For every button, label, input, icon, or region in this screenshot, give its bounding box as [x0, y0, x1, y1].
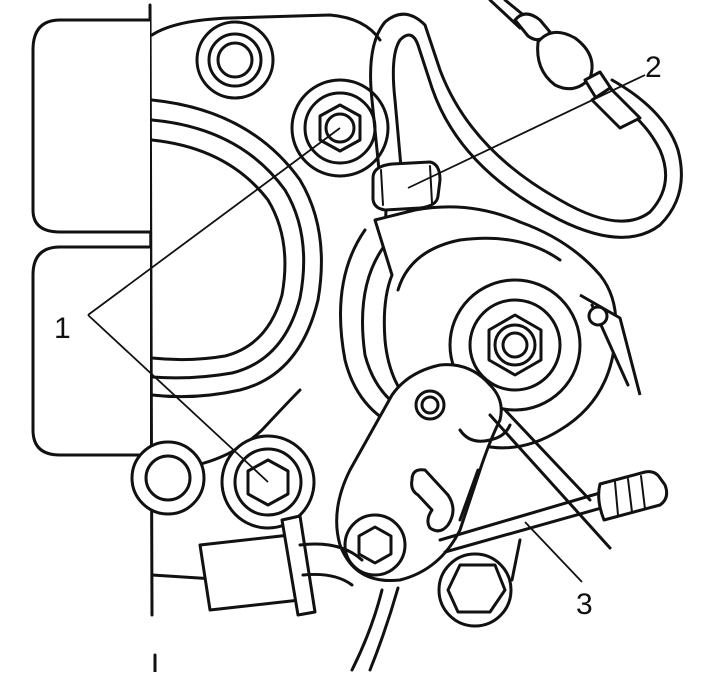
callout-2-label: 2	[645, 51, 662, 84]
lower-hex-bolt	[437, 552, 513, 628]
leader-lines	[87, 74, 646, 583]
bottom-cable	[153, 514, 522, 674]
callout-3-label: 3	[576, 588, 593, 621]
bolt-upper	[290, 78, 390, 178]
lever-bolt	[343, 513, 407, 577]
stud-top-left	[195, 20, 275, 100]
callout-1-label: 1	[54, 312, 71, 345]
throttle-rod	[438, 408, 669, 554]
bolt-left-edge	[130, 440, 206, 516]
engine-block	[31, 3, 154, 617]
